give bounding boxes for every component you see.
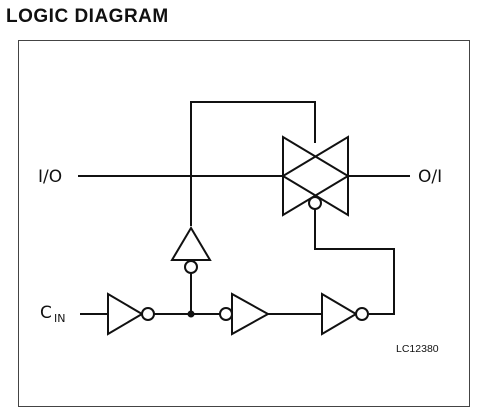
gate-feedback-wire [314, 209, 395, 315]
upward-inverter-bubble [184, 260, 198, 274]
inverter-1 [107, 292, 144, 336]
inverter-2-input-bubble [219, 307, 233, 321]
cin-label-subscript: IN [54, 312, 65, 325]
reference-number: LC12380 [396, 343, 439, 355]
inverter-1-bubble [141, 307, 155, 321]
inverter-2 [231, 292, 271, 336]
oi-label: O/I [418, 167, 442, 187]
inverter-3 [321, 292, 358, 336]
gate-control-wire [190, 101, 316, 226]
diagram-frame [18, 40, 470, 407]
transmission-gate-right-triangle [281, 135, 349, 217]
gate-bottom-bubble [308, 196, 322, 210]
io-label: I/O [38, 167, 62, 187]
diagram-title: LOGIC DIAGRAM [6, 6, 169, 27]
upward-inverter [170, 226, 212, 261]
inverter-3-bubble [355, 307, 369, 321]
cin-label: C [40, 303, 52, 323]
junction-dot [187, 310, 195, 318]
